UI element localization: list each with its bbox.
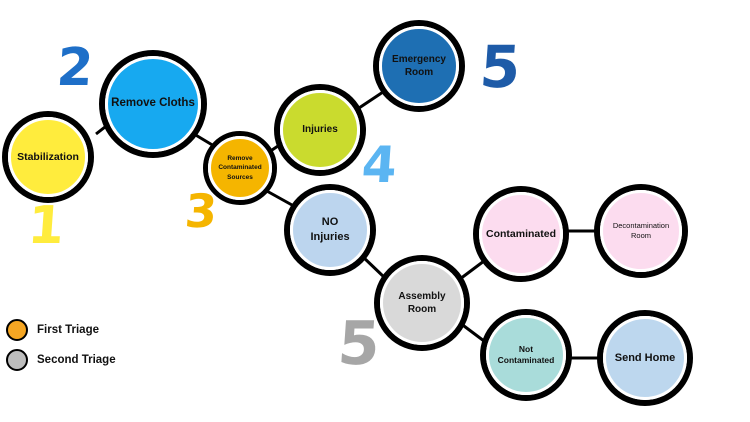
node-remove-contaminated-sources: Remove Contaminated Sources (203, 131, 277, 205)
legend-swatch-second-triage (6, 349, 28, 371)
node-assembly-room-label: Assembly Room (398, 290, 446, 316)
node-stabilization: Stabilization (2, 111, 94, 203)
legend-item-second-triage: Second Triage (6, 349, 116, 371)
node-injuries-label: Injuries (302, 124, 338, 136)
connector-sources-no-injuries (264, 188, 293, 207)
step-number-4: 4 (359, 136, 399, 194)
node-send-home-label: Send Home (614, 351, 676, 364)
step-number-3: 3 (183, 184, 219, 238)
node-emergency-room: Emergency Room (373, 20, 465, 112)
step-number-5-assembly: 5 (335, 309, 383, 379)
node-stabilization-label: Stabilization (17, 150, 79, 163)
legend-item-first-triage: First Triage (6, 319, 99, 341)
node-remove-cloths: Remove Cloths (99, 50, 207, 158)
legend-label-first-triage: First Triage (37, 324, 99, 336)
node-no-injuries: NO Injuries (284, 184, 376, 276)
node-not-contaminated-label: Not Contaminated (497, 343, 555, 365)
node-remove-contaminated-sources-label: Remove Contaminated Sources (218, 155, 262, 181)
step-number-1: 1 (25, 196, 67, 256)
connector-injuries-emergency (358, 90, 384, 110)
node-contaminated: Contaminated (473, 186, 569, 282)
node-no-injuries-label: NO Injuries (310, 216, 350, 243)
node-decontamination-room-label: Decontamination Room (612, 220, 670, 240)
node-remove-cloths-label: Remove Cloths (111, 97, 195, 110)
legend-label-second-triage: Second Triage (37, 354, 116, 366)
legend-swatch-first-triage (6, 319, 28, 341)
node-contaminated-label: Contaminated (485, 227, 556, 240)
node-injuries: Injuries (274, 84, 366, 176)
step-number-5-emergency: 5 (477, 33, 523, 101)
node-emergency-room-label: Emergency Room (392, 53, 446, 79)
connector-no-injuries-assembly (360, 254, 387, 280)
node-not-contaminated: Not Contaminated (480, 309, 572, 401)
node-decontamination-room: Decontamination Room (594, 184, 688, 278)
step-number-2: 2 (54, 38, 96, 98)
connector-assembly-contaminated (459, 259, 485, 281)
node-send-home: Send Home (597, 310, 693, 406)
node-assembly-room: Assembly Room (374, 255, 470, 351)
